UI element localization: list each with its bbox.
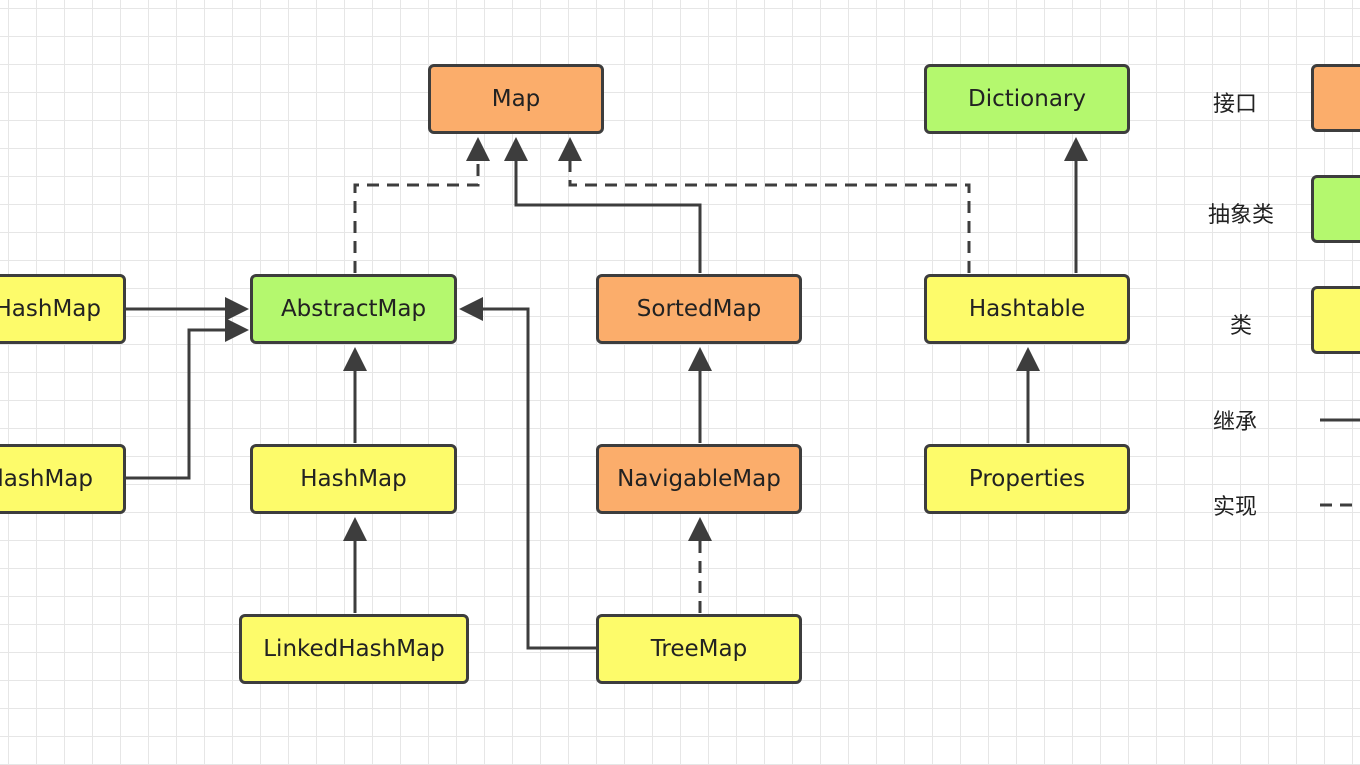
node-dictionary-label: Dictionary (968, 86, 1086, 112)
node-left-bottom-partial: lashMap (0, 444, 126, 514)
node-dictionary: Dictionary (924, 64, 1130, 134)
node-sortedmap: SortedMap (596, 274, 802, 344)
node-map: Map (428, 64, 604, 134)
node-treemap: TreeMap (596, 614, 802, 684)
legend-abstract-label: 抽象类 (1207, 203, 1274, 228)
node-navigablemap: NavigableMap (596, 444, 802, 514)
legend-inheritance-label: 继承 (1212, 410, 1257, 435)
legend-implementation-label: 实现 (1212, 495, 1257, 520)
edge-abstractmap-map (353, 137, 490, 273)
node-properties: Properties (924, 444, 1130, 514)
legend-abstract-swatch (1311, 175, 1360, 243)
node-abstractmap-label: AbstractMap (280, 296, 427, 322)
edge-treemap-abstractmap (459, 297, 597, 650)
edge-left-bottom-abstractmap (125, 318, 249, 480)
node-abstractmap: AbstractMap (250, 274, 457, 344)
node-navigablemap-label: NavigableMap (617, 466, 781, 492)
legend-interface-swatch (1311, 64, 1360, 132)
node-linkedhashmap-label: LinkedHashMap (263, 636, 445, 662)
node-hashtable: Hashtable (924, 274, 1130, 344)
node-hashmap-label: HashMap (300, 466, 407, 492)
edge-hashtable-map (558, 137, 971, 273)
node-hashmap: HashMap (250, 444, 457, 514)
node-properties-label: Properties (968, 466, 1086, 492)
node-sortedmap-label: SortedMap (636, 296, 762, 322)
legend-class-swatch (1311, 286, 1360, 354)
node-map-label: Map (491, 86, 541, 112)
node-left-top-partial: HashMap (0, 274, 126, 344)
legend-class-label: 类 (1229, 314, 1252, 339)
node-left-bottom-partial-label: lashMap (0, 466, 93, 492)
legend-interface-label: 接口 (1212, 92, 1257, 117)
edge-sortedmap-map (504, 137, 702, 273)
node-hashtable-label: Hashtable (968, 296, 1086, 322)
node-left-top-partial-label: HashMap (0, 296, 101, 322)
node-linkedhashmap: LinkedHashMap (239, 614, 469, 684)
node-treemap-label: TreeMap (650, 636, 748, 662)
